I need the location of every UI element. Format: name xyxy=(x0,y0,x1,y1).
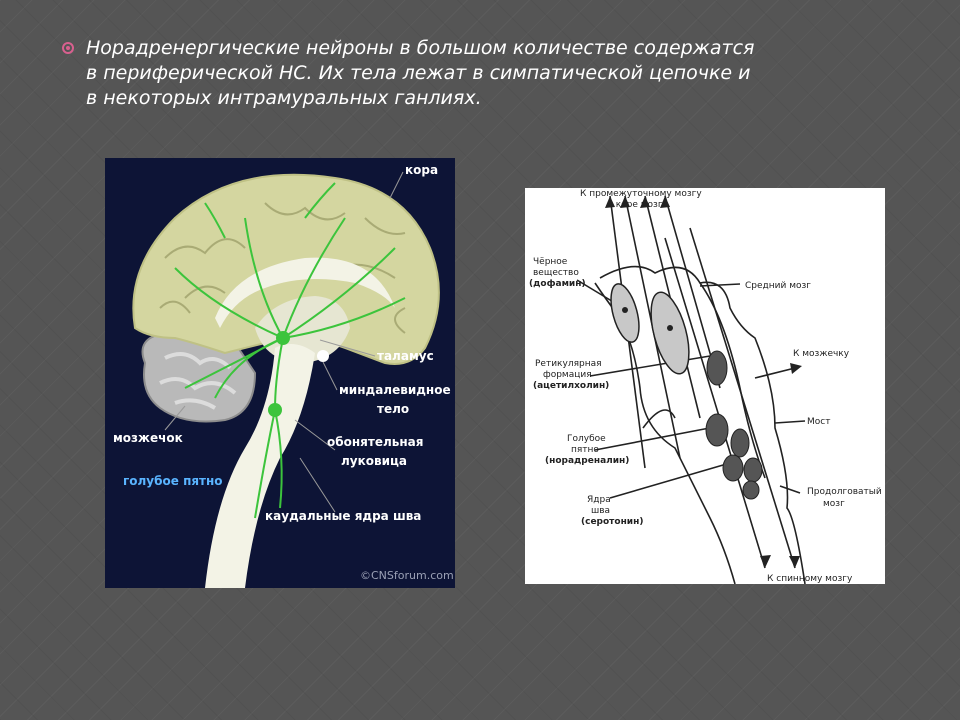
label-top-2: и коре мозга xyxy=(607,200,668,210)
label-rf-2: формация xyxy=(543,370,592,380)
label-medulla-2: мозг xyxy=(823,499,845,509)
label-lc-3: (норадреналин) xyxy=(545,456,629,466)
brainstem-diagram-image: К промежуточному мозгу и коре мозга Чёрн… xyxy=(525,188,885,584)
label-lc-1: Голубое xyxy=(567,434,606,444)
label-sn-3: (дофамин) xyxy=(529,279,586,289)
label-locus: голубое пятно xyxy=(123,474,223,488)
label-credit: ©CNSforum.com xyxy=(360,569,454,582)
label-pons: Мост xyxy=(807,417,830,427)
label-rn-3: (серотонин) xyxy=(581,517,643,527)
label-sn-2: вещество xyxy=(533,268,579,278)
slide-paragraph: Норадренергические нейроны в большом кол… xyxy=(86,36,922,111)
brain-diagram-svg: кора таламус миндалевидное тело обонятел… xyxy=(105,158,455,588)
label-raphe: каудальные ядра шва xyxy=(265,509,421,523)
label-lc-2: пятно xyxy=(571,445,599,455)
label-rf-3: (ацетилхолин) xyxy=(533,381,609,391)
label-olfactory-1: обонятельная xyxy=(327,435,423,449)
bullet-icon xyxy=(62,42,74,54)
text-line: в некоторых интрамуральных ганлиях. xyxy=(86,87,482,109)
text-line: Норадренергические нейроны в большом кол… xyxy=(86,37,755,59)
slide-text-block: Норадренергические нейроны в большом кол… xyxy=(62,36,922,111)
label-sn-1: Чёрное xyxy=(533,257,568,267)
label-bottom: К спинному мозгу xyxy=(767,574,853,584)
label-olfactory-2: луковица xyxy=(341,454,407,468)
label-midbrain: Средний мозг xyxy=(745,281,811,291)
label-rn-2: шва xyxy=(591,506,610,516)
label-cortex: кора xyxy=(405,163,438,177)
label-rf-1: Ретикулярная xyxy=(535,359,602,369)
label-cerebellum-arrow: К мозжечку xyxy=(793,349,850,359)
label-amygdala-1: миндалевидное xyxy=(339,383,451,397)
label-rn-1: Ядра xyxy=(587,495,611,505)
label-thalamus: таламус xyxy=(377,349,434,363)
label-medulla-1: Продолговатый xyxy=(807,487,882,497)
label-amygdala-2: тело xyxy=(377,402,409,416)
brain-diagram-image: кора таламус миндалевидное тело обонятел… xyxy=(105,158,455,588)
label-cerebellum: мозжечок xyxy=(113,431,183,445)
text-line: в периферической НС. Их тела лежат в сим… xyxy=(86,62,751,84)
brainstem-diagram-svg: К промежуточному мозгу и коре мозга Чёрн… xyxy=(525,188,885,584)
label-top-1: К промежуточному мозгу xyxy=(580,189,702,199)
